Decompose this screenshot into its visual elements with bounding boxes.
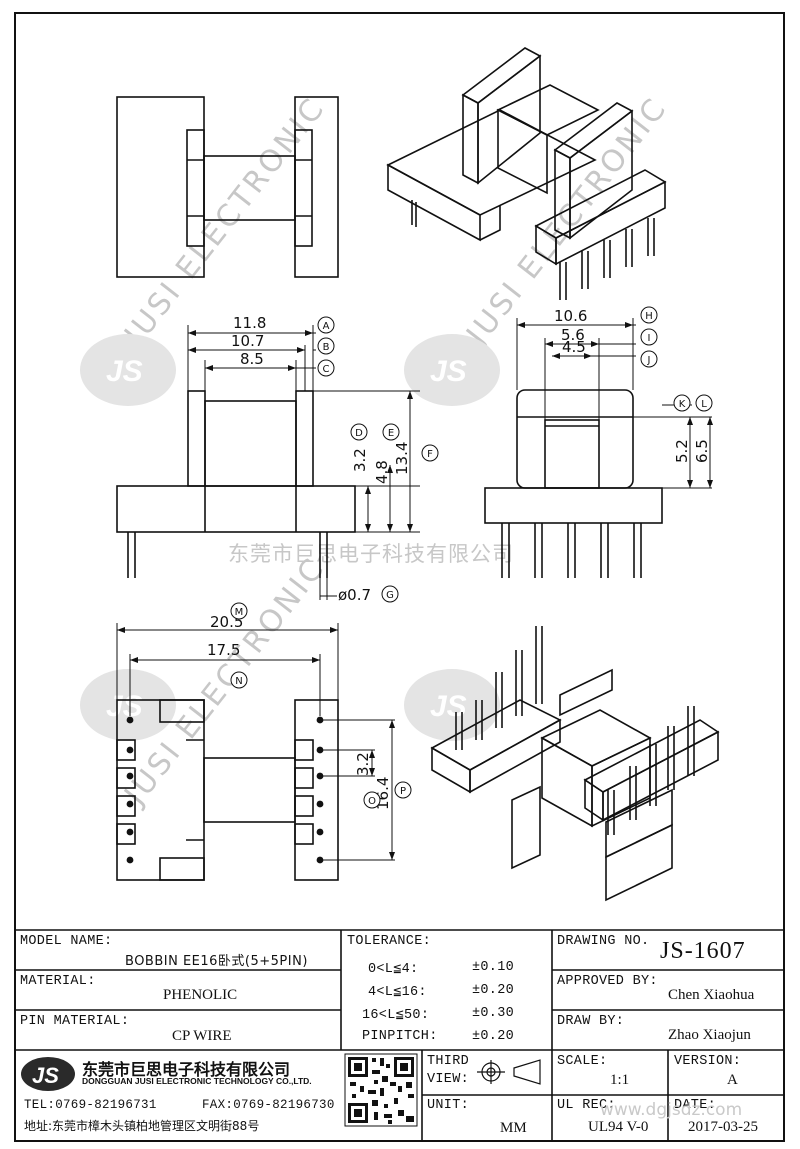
callout-d: D	[355, 428, 363, 439]
callout-g: G	[386, 590, 394, 601]
dimension-arrows	[117, 322, 713, 860]
model-name-label: MODEL NAME:	[20, 934, 113, 949]
tolerance-range-2: 4<L≦16:	[368, 985, 427, 1000]
draw-by-label: DRAW BY:	[557, 1014, 625, 1029]
dim-e-value: 4.8	[373, 460, 391, 484]
website-watermark: www.dgjsdz.com	[600, 1100, 743, 1120]
company-name-cn: 东莞市巨思电子科技有限公司	[82, 1060, 291, 1079]
svg-text:JS: JS	[32, 1063, 59, 1088]
pin-material-label: PIN MATERIAL:	[20, 1014, 130, 1029]
svg-text:JS: JS	[430, 690, 467, 723]
dim-j-value: 4.5	[562, 338, 586, 356]
company-fax: FAX:0769-82196730	[202, 1098, 335, 1112]
dim-g-value: ø0.7	[338, 586, 371, 604]
callout-e: E	[388, 428, 394, 439]
third-view-label-1: THIRD	[427, 1054, 470, 1069]
callout-c: C	[323, 364, 330, 375]
ul-rec-label: UL REC:	[557, 1098, 616, 1113]
qr-code	[344, 1053, 418, 1127]
tolerance-label: TOLERANCE:	[347, 934, 432, 949]
callout-f: F	[427, 449, 433, 460]
material-label: MATERIAL:	[20, 974, 96, 989]
callout-l: L	[701, 399, 707, 410]
scale-value: 1:1	[610, 1072, 630, 1088]
dim-l-value: 6.5	[693, 439, 711, 463]
dim-i-value: 5.6	[561, 326, 585, 344]
third-angle-projection-icon	[477, 1059, 541, 1085]
drawing-sheet	[14, 12, 785, 1142]
view-isometric-bottom	[430, 626, 720, 902]
dimension-lines	[116, 318, 712, 861]
tolerance-range-3: 16<L≦50:	[362, 1008, 430, 1023]
model-name-value: BOBBIN EE16卧式(5+5PIN)	[125, 954, 308, 969]
tolerance-range-1: 0<L≦4:	[368, 962, 419, 977]
date-value: 2017-03-25	[688, 1119, 758, 1135]
view-top-left	[116, 96, 339, 278]
ul-rec-value: UL94 V-0	[588, 1119, 649, 1135]
unit-value: MM	[500, 1120, 527, 1136]
watermark-company-cn: 东莞市巨思电子科技有限公司	[228, 542, 514, 566]
tolerance-value-1: ±0.10	[472, 960, 515, 975]
dim-a-value: 11.8	[233, 314, 266, 332]
svg-text:JS: JS	[106, 355, 143, 388]
callout-circles	[230, 306, 713, 809]
pin-holes	[126, 716, 324, 864]
view-isometric-top	[386, 47, 667, 300]
company-address: 地址:东莞市樟木头镇柏地管理区文明街88号	[24, 1119, 260, 1133]
approved-by-value: Chen Xiaohua	[668, 987, 755, 1003]
unit-label: UNIT:	[427, 1098, 470, 1113]
date-label: DATE:	[674, 1098, 717, 1113]
callout-p: P	[400, 786, 406, 797]
callout-n: N	[235, 676, 242, 687]
company-logo: JS	[21, 1057, 75, 1091]
callout-o: O	[368, 796, 376, 807]
callout-b: B	[323, 342, 330, 353]
tolerance-value-4: ±0.20	[472, 1029, 515, 1044]
watermark-logo-text: JS JS JS JS	[106, 355, 467, 723]
callout-a: A	[323, 321, 330, 332]
drawing-no-label: DRAWING NO.	[557, 934, 650, 949]
dim-h-value: 10.6	[554, 307, 587, 325]
third-view-label-2: VIEW:	[427, 1072, 470, 1087]
tolerance-range-4: PINPITCH:	[362, 1029, 438, 1044]
callout-i: I	[648, 333, 651, 344]
dim-d-value: 3.2	[351, 448, 369, 472]
company-name-en: DONGGUAN JUSI ELECTRONIC TECHNOLOGY CO.,…	[82, 1076, 312, 1086]
draw-by-value: Zhao Xiaojun	[668, 1027, 751, 1043]
scale-label: SCALE:	[557, 1054, 608, 1069]
view-bottom-plan	[116, 699, 339, 881]
dim-c-value: 8.5	[240, 350, 264, 368]
watermark-logos	[80, 334, 500, 741]
callout-letters: A B C D E F G H I J K L M N O P	[235, 311, 708, 807]
dim-f-value: 13.4	[393, 442, 411, 475]
version-value: A	[727, 1072, 738, 1088]
company-tel: TEL:0769-82196731	[24, 1098, 157, 1112]
tolerance-value-2: ±0.20	[472, 983, 515, 998]
callout-k: K	[679, 399, 686, 410]
callout-j: J	[647, 355, 651, 366]
dim-b-value: 10.7	[231, 332, 264, 350]
title-block-grid	[14, 929, 785, 1142]
dimension-values: 11.8 10.7 8.5 3.2 4.8 13.4 ø0.7 10.6 5.6…	[207, 307, 711, 810]
view-front-left	[116, 390, 356, 578]
callout-m: M	[235, 607, 244, 618]
material-value: PHENOLIC	[163, 987, 238, 1003]
approved-by-label: APPROVED BY:	[557, 974, 658, 989]
dim-k-value: 5.2	[673, 439, 691, 463]
svg-text:JS: JS	[106, 690, 143, 723]
dim-o-value: 3.2	[354, 752, 372, 776]
line-work	[116, 47, 720, 902]
drawing-no-value: JS-1607	[660, 938, 746, 964]
version-label: VERSION:	[674, 1054, 742, 1069]
pin-material-value: CP WIRE	[172, 1028, 232, 1044]
view-side-right	[484, 389, 663, 578]
tolerance-value-3: ±0.30	[472, 1006, 515, 1021]
svg-text:JS: JS	[430, 355, 467, 388]
callout-h: H	[645, 311, 653, 322]
dim-n-value: 17.5	[207, 641, 240, 659]
